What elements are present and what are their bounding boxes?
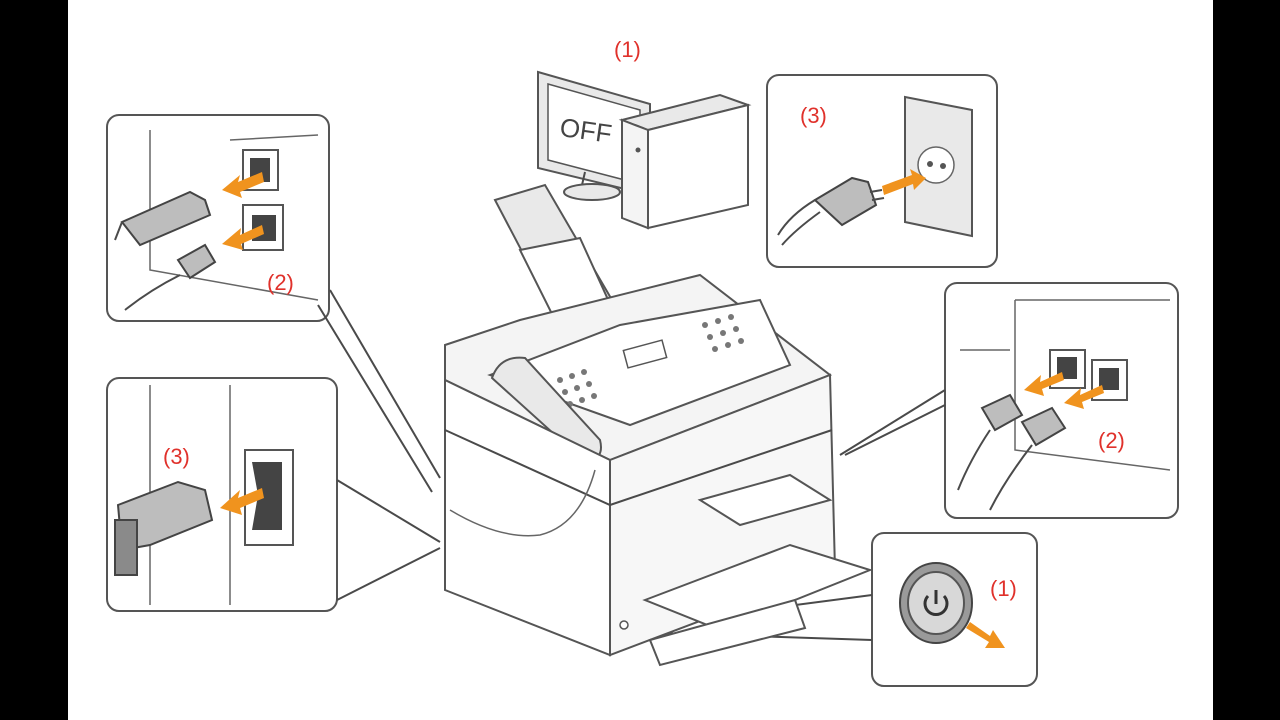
computer-illustration: OFF [537,70,752,230]
arrow-icon [1064,385,1104,409]
power-inlet-label: (3) [163,444,190,469]
arrow-icon [222,225,264,250]
printer-illustration [444,183,873,667]
screen-off-text: OFF [558,112,614,149]
arrow-icon [220,488,264,515]
power-button-callout [871,532,1038,687]
rear-ports-callout [106,114,330,322]
power-inlet-callout [106,377,338,612]
computer-label: (1) [614,37,641,62]
phone-ports-label: (2) [1098,428,1125,453]
arrow-icon [1024,372,1064,396]
power-icon [923,590,949,616]
rear-ports-label: (2) [267,270,294,295]
wall-outlet-label: (3) [800,103,827,128]
arrow-icon [222,172,264,198]
power-button-label: (1) [990,576,1017,601]
phone-ports-callout [944,282,1179,519]
wall-outlet-callout [766,74,998,268]
arrow-icon [882,169,926,195]
arrow-icon [966,622,1005,648]
